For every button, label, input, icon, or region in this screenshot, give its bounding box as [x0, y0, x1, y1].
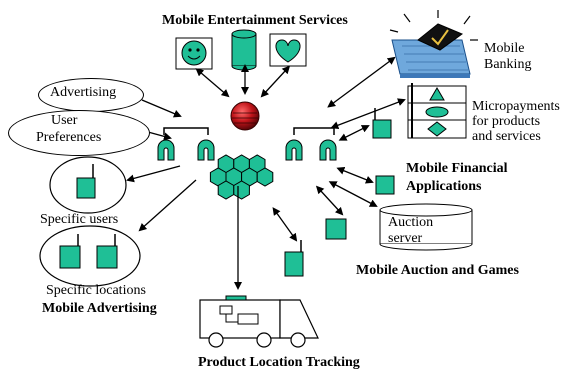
- auction-server-icon: [379, 203, 473, 251]
- financial-label-1: Mobile Financial: [406, 161, 508, 176]
- hexagon-cell: [233, 180, 250, 200]
- banking-label-2: Banking: [484, 57, 532, 72]
- mobile-advertising-label: Mobile Advertising: [42, 301, 157, 316]
- financial-label-2: Applications: [406, 179, 482, 194]
- specific-locations-label: Specific locations: [46, 283, 146, 298]
- product-tracking-label: Product Location Tracking: [198, 355, 360, 370]
- right-antenna-icon: [285, 127, 337, 161]
- mobile-phone-icon: [284, 240, 304, 277]
- micropayment-panel-icon: [407, 83, 467, 139]
- truck-icon: [199, 295, 319, 348]
- auction-server-label-1: Auction: [388, 215, 434, 230]
- user-preferences-oval: [8, 110, 150, 156]
- heart-icon: [269, 33, 307, 67]
- user-preferences-label-1: User: [51, 113, 78, 128]
- mobile-phone-icon: [325, 218, 347, 240]
- micropayments-label-1: Micropayments: [472, 99, 560, 114]
- hexagon-cell: [217, 180, 235, 200]
- hexagon-network-icon: [209, 154, 274, 200]
- user-preferences-label-2: Preferences: [36, 130, 102, 145]
- specific-locations-group: [39, 225, 141, 287]
- red-sphere-icon: [230, 101, 260, 131]
- micropayments-label-3: and services: [472, 129, 541, 144]
- left-antenna-icon: [157, 127, 215, 161]
- smiley-face-icon: [175, 37, 213, 70]
- banking-label-1: Mobile: [484, 41, 525, 56]
- auction-games-label: Mobile Auction and Games: [356, 263, 519, 278]
- advertising-label: Advertising: [50, 85, 117, 100]
- mobile-phone-icon: [375, 175, 395, 195]
- cylinder-icon: [231, 29, 257, 71]
- specific-users-group: [49, 156, 127, 214]
- entertainment-title: Mobile Entertainment Services: [162, 13, 348, 28]
- bank-building-icon: [389, 10, 478, 78]
- specific-users-label: Specific users: [40, 212, 119, 227]
- mobile-phone-icon: [372, 108, 392, 139]
- hexagon-cell: [256, 167, 274, 187]
- micropayments-label-2: for products: [472, 114, 541, 129]
- auction-server-label-2: server: [388, 231, 423, 246]
